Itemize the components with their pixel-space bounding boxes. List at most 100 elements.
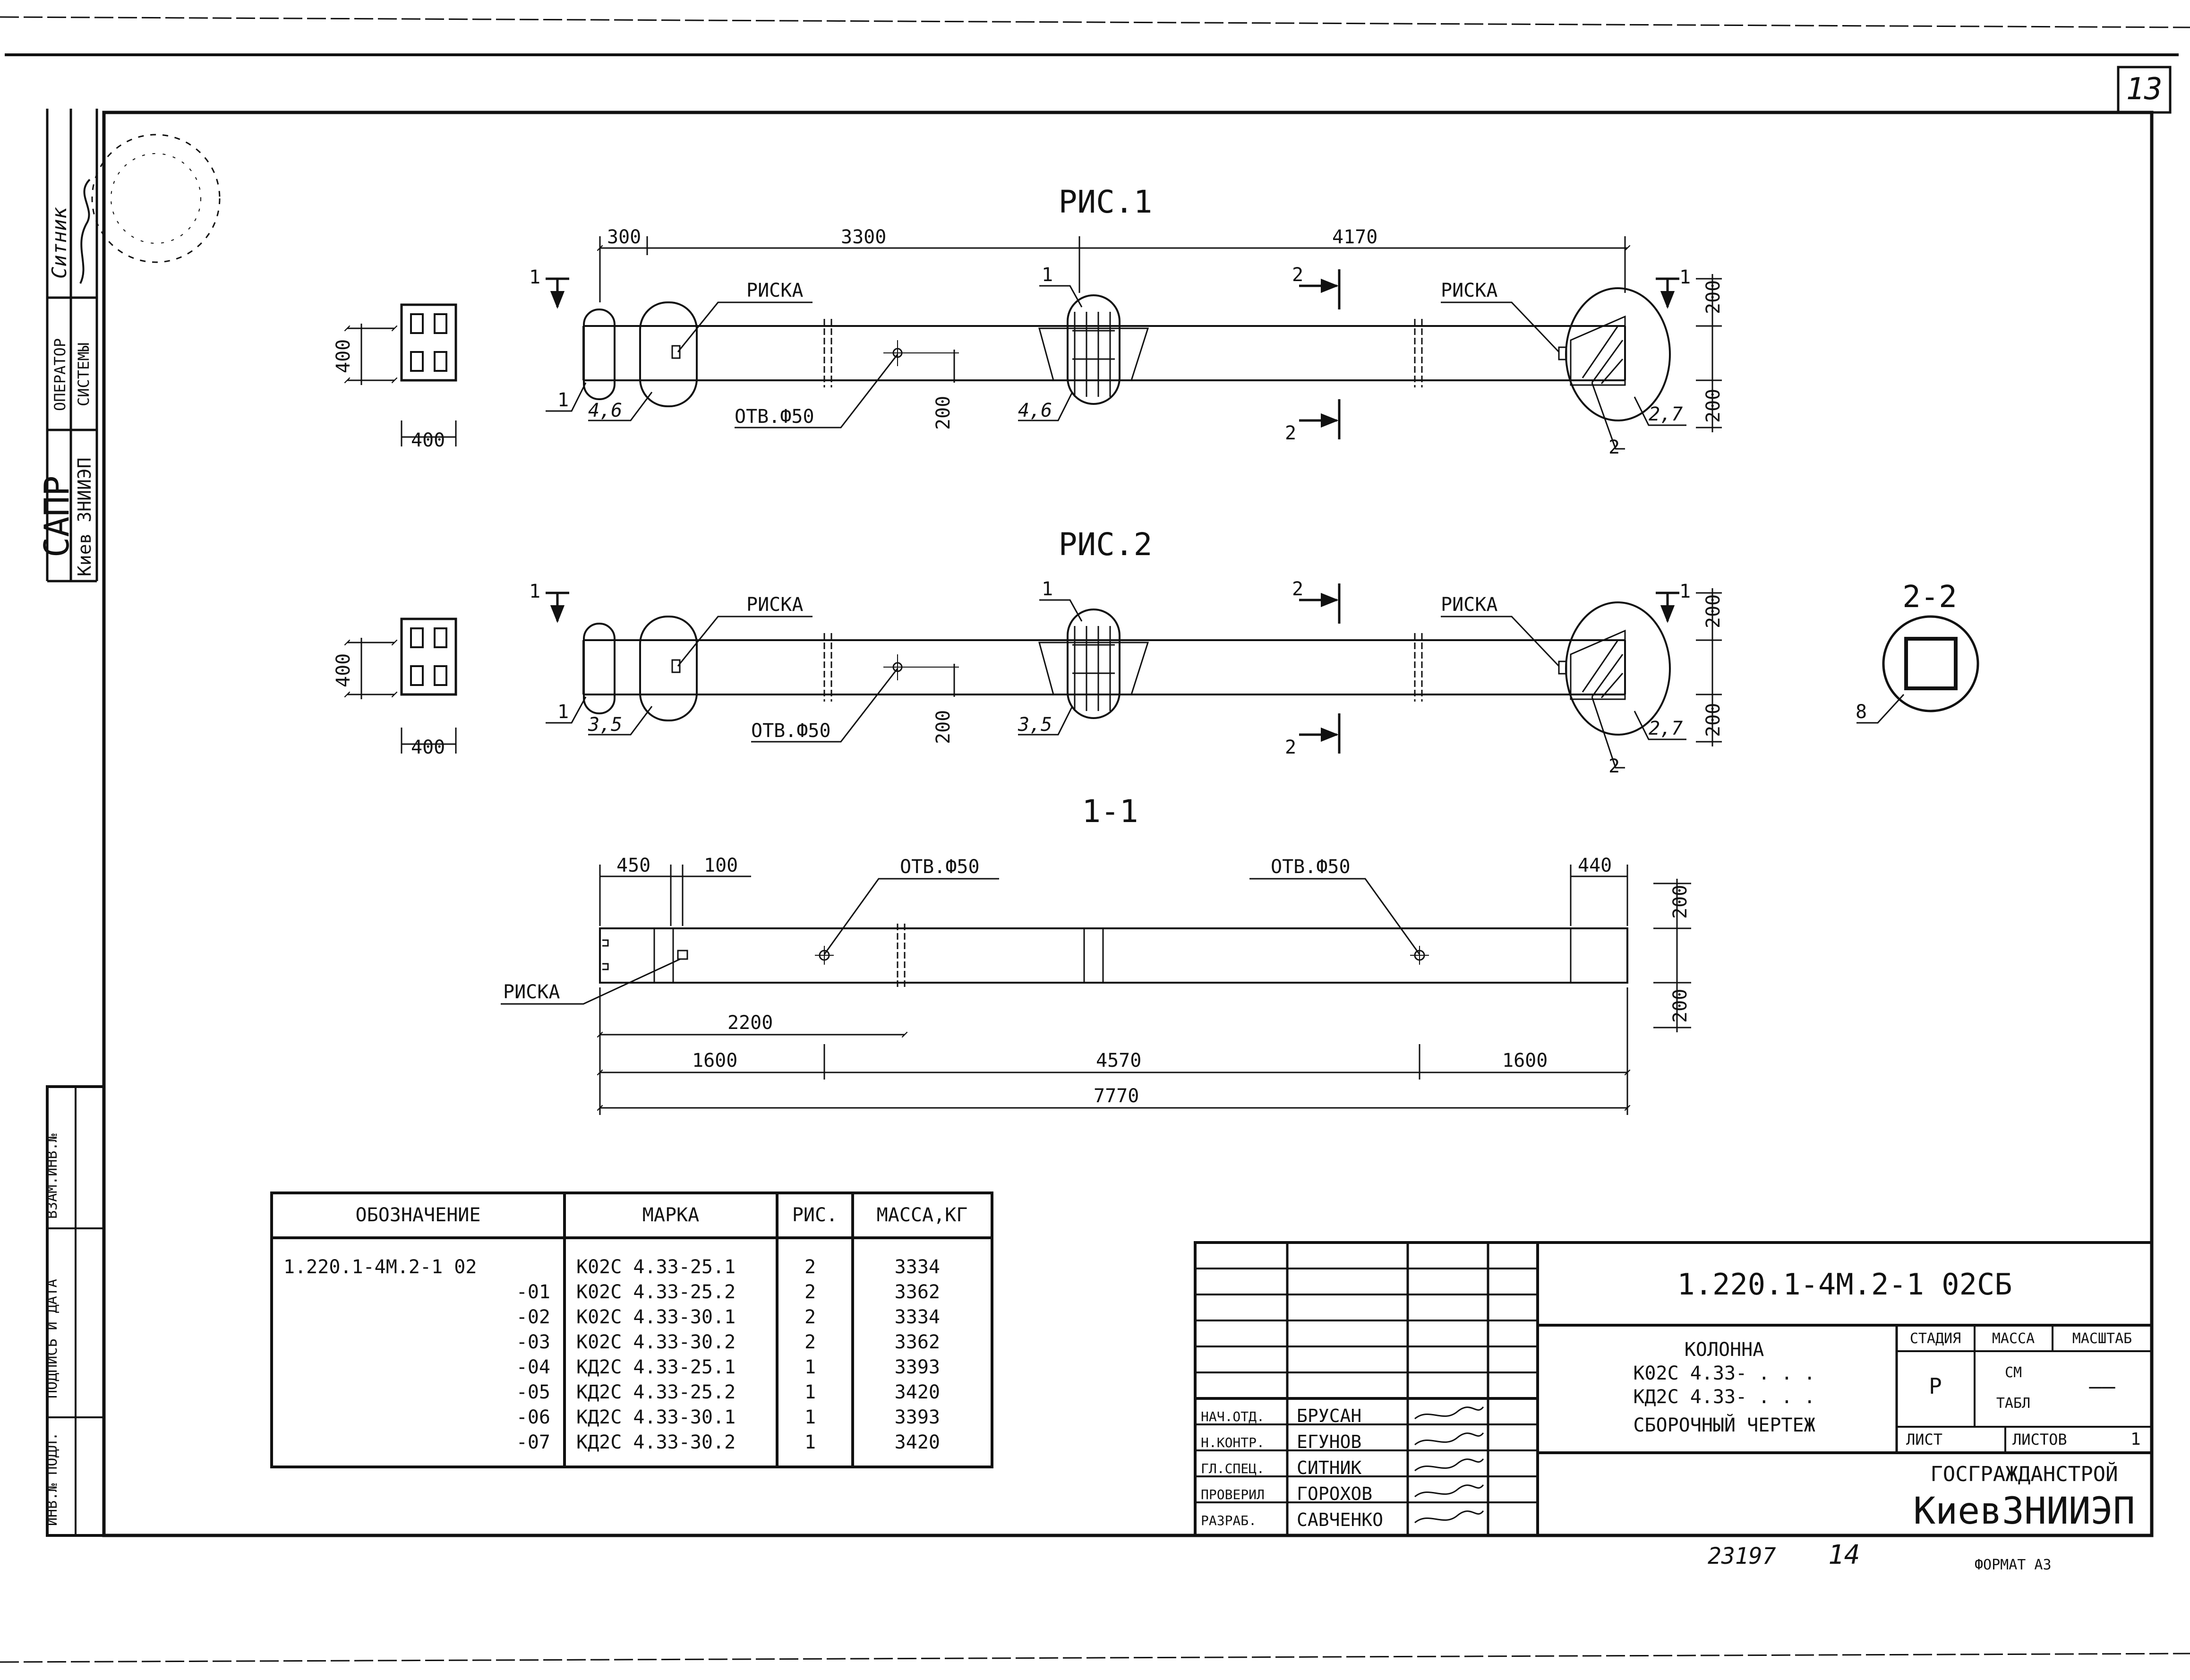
section-11-dim-440: 440 bbox=[1578, 855, 1612, 876]
signature bbox=[1414, 1432, 1484, 1446]
title-stage: Р bbox=[1929, 1373, 1942, 1399]
section-11-dim-1600-left: 1600 bbox=[692, 1050, 737, 1071]
fig2-section-1-left: 1 bbox=[529, 581, 540, 602]
fig1-dim-3300: 3300 bbox=[841, 226, 886, 248]
spec-cell: 2 bbox=[804, 1281, 816, 1303]
signature bbox=[1414, 1484, 1484, 1498]
spec-cell: 3334 bbox=[895, 1306, 940, 1328]
signature bbox=[1414, 1406, 1484, 1420]
fig1-section-2-top: 2 bbox=[1292, 264, 1303, 286]
fig1-lead-2: 2 bbox=[1608, 437, 1620, 458]
fig1-lead-1: 1 bbox=[557, 389, 569, 411]
spec-cell: -04 bbox=[516, 1356, 550, 1378]
spec-cell: К02С 4.33-25.1 bbox=[576, 1256, 736, 1278]
bottom-sheet-number: 14 bbox=[1828, 1540, 1860, 1570]
stamp-operator: ОПЕРАТОР bbox=[51, 338, 69, 411]
fig1-riska-right: РИСКА bbox=[1441, 280, 1497, 301]
spec-cell: 1 bbox=[804, 1381, 816, 1403]
spec-header-mark: МАРКА bbox=[642, 1204, 699, 1226]
section-11-dim-100: 100 bbox=[704, 855, 738, 876]
spec-cell: 1 bbox=[804, 1431, 816, 1453]
page-number: 13 bbox=[2126, 72, 2162, 107]
spec-cell: 3362 bbox=[895, 1331, 940, 1353]
title-code: 1.220.1-4М.2-1 02СБ bbox=[1677, 1267, 2012, 1302]
fig1-title: РИС.1 bbox=[1059, 184, 1153, 220]
spec-cell: 3334 bbox=[895, 1256, 940, 1278]
spec-cell: 2 bbox=[804, 1331, 816, 1353]
spec-cell: 1.220.1-4М.2-1 02 bbox=[283, 1256, 477, 1278]
spec-cell: 3393 bbox=[895, 1356, 940, 1378]
title-desc-1: КОЛОННА bbox=[1685, 1339, 1764, 1361]
fig1-pos-left: 4,6 bbox=[588, 400, 622, 421]
spec-cell: 3362 bbox=[895, 1281, 940, 1303]
section-11-dim-200-bottom: 200 bbox=[1669, 989, 1691, 1023]
role-label: РАЗРАБ. bbox=[1201, 1513, 1257, 1528]
signature bbox=[1414, 1510, 1484, 1524]
title-sheets-label: ЛИСТОВ bbox=[2012, 1431, 2067, 1449]
spec-header-fig: РИС. bbox=[792, 1204, 838, 1226]
fig1-dim-200-top: 200 bbox=[1702, 280, 1724, 314]
fig2-section-1-right: 1 bbox=[1679, 581, 1691, 602]
fig2-dim-200-bottom: 200 bbox=[1702, 703, 1724, 737]
fig2-lead-1b: 1 bbox=[1042, 578, 1053, 600]
fig1-dim-400-v: 400 bbox=[333, 339, 354, 373]
title-sheets: 1 bbox=[2130, 1430, 2141, 1449]
spec-cell: КД2С 4.33-25.2 bbox=[576, 1381, 736, 1403]
spec-cell: КД2С 4.33-30.2 bbox=[576, 1431, 736, 1453]
fig1-hole-label: ОТВ.Ф50 bbox=[735, 406, 814, 428]
section-11-riska: РИСКА bbox=[503, 981, 560, 1003]
section-11-hole-left: ОТВ.Ф50 bbox=[900, 856, 980, 878]
title-sheet-label: ЛИСТ bbox=[1906, 1431, 1942, 1449]
section-11-dim-450: 450 bbox=[616, 855, 650, 876]
stamp-name: Ситник bbox=[48, 207, 71, 279]
title-stage-label: СТАДИЯ bbox=[1910, 1330, 1961, 1347]
title-org-1: ГОСГРАЖДАНСТРОЙ bbox=[1930, 1461, 2118, 1486]
fig1-dim-300: 300 bbox=[607, 226, 641, 248]
title-scale: —— bbox=[2089, 1373, 2115, 1399]
fig2-riska-right: РИСКА bbox=[1441, 594, 1497, 616]
figure-1: РИС.1 400 400 bbox=[333, 184, 1724, 458]
title-mass-label: МАССА bbox=[1992, 1330, 2035, 1347]
archive-number: 23197 bbox=[1708, 1543, 1776, 1569]
role-name: САВЧЕНКО bbox=[1297, 1509, 1383, 1530]
title-org-2: КиевЗНИИЭП bbox=[1913, 1490, 2135, 1533]
title-scale-label: МАСШТАБ bbox=[2072, 1330, 2132, 1347]
spec-cell: 1 bbox=[804, 1356, 816, 1378]
fig2-title: РИС.2 bbox=[1059, 526, 1153, 563]
section-22-pos: 8 bbox=[1856, 701, 1867, 723]
spec-cell: -01 bbox=[516, 1281, 550, 1303]
spec-cell: -02 bbox=[516, 1306, 550, 1328]
title-desc-2: К02С 4.33- . . . bbox=[1633, 1363, 1815, 1384]
role-label: Н.КОНТР. bbox=[1201, 1435, 1265, 1450]
spec-cell: КД2С 4.33-30.1 bbox=[576, 1406, 736, 1428]
fig2-pos-mid: 3,5 bbox=[1018, 714, 1052, 736]
fig1-dim-400-h: 400 bbox=[411, 429, 445, 451]
stamp-system: СИСТЕМЫ bbox=[75, 343, 93, 406]
stamp-inv-podl: ИНВ.№ ПОДЛ. bbox=[44, 1432, 60, 1526]
spec-cell: -07 bbox=[516, 1431, 550, 1453]
fig1-dim-4170: 4170 bbox=[1332, 226, 1377, 248]
stamp-sign-date: ПОДПИСЬ И ДАТА bbox=[44, 1279, 60, 1398]
fig2-section-2-top: 2 bbox=[1292, 578, 1303, 600]
stamp-signature bbox=[79, 179, 91, 284]
spec-cell: К02С 4.33-25.2 bbox=[576, 1281, 736, 1303]
fig2-lead-1: 1 bbox=[557, 701, 569, 723]
left-stamp: САПР Киев ЗНИИЭП ОПЕРАТОР СИСТЕМЫ Ситник… bbox=[37, 109, 221, 1537]
fig2-lead-2: 2 bbox=[1608, 755, 1620, 777]
role-name: ЕГУНОВ bbox=[1297, 1431, 1361, 1452]
spec-cell: К02С 4.33-30.2 bbox=[576, 1331, 736, 1353]
fig1-section-1-right: 1 bbox=[1679, 266, 1691, 288]
role-label: НАЧ.ОТД. bbox=[1201, 1409, 1265, 1424]
role-name: ГОРОХОВ bbox=[1297, 1483, 1372, 1504]
section-11-hole-right: ОТВ.Ф50 bbox=[1271, 856, 1351, 878]
section-22-title: 2-2 bbox=[1902, 580, 1957, 615]
title-mass-table: ТАБЛ bbox=[1996, 1395, 2030, 1412]
spec-header-mass: МАССА,КГ bbox=[877, 1204, 968, 1226]
spec-cell: 2 bbox=[804, 1306, 816, 1328]
spec-cell: -03 bbox=[516, 1331, 550, 1353]
section-2-2: 2-2 8 bbox=[1856, 580, 1979, 724]
spec-cell: 3420 bbox=[895, 1431, 940, 1453]
stamp-inv-vzam: ВЗАМ.ИНВ.№ bbox=[44, 1133, 60, 1219]
fig2-dim-200-mid: 200 bbox=[932, 710, 954, 744]
